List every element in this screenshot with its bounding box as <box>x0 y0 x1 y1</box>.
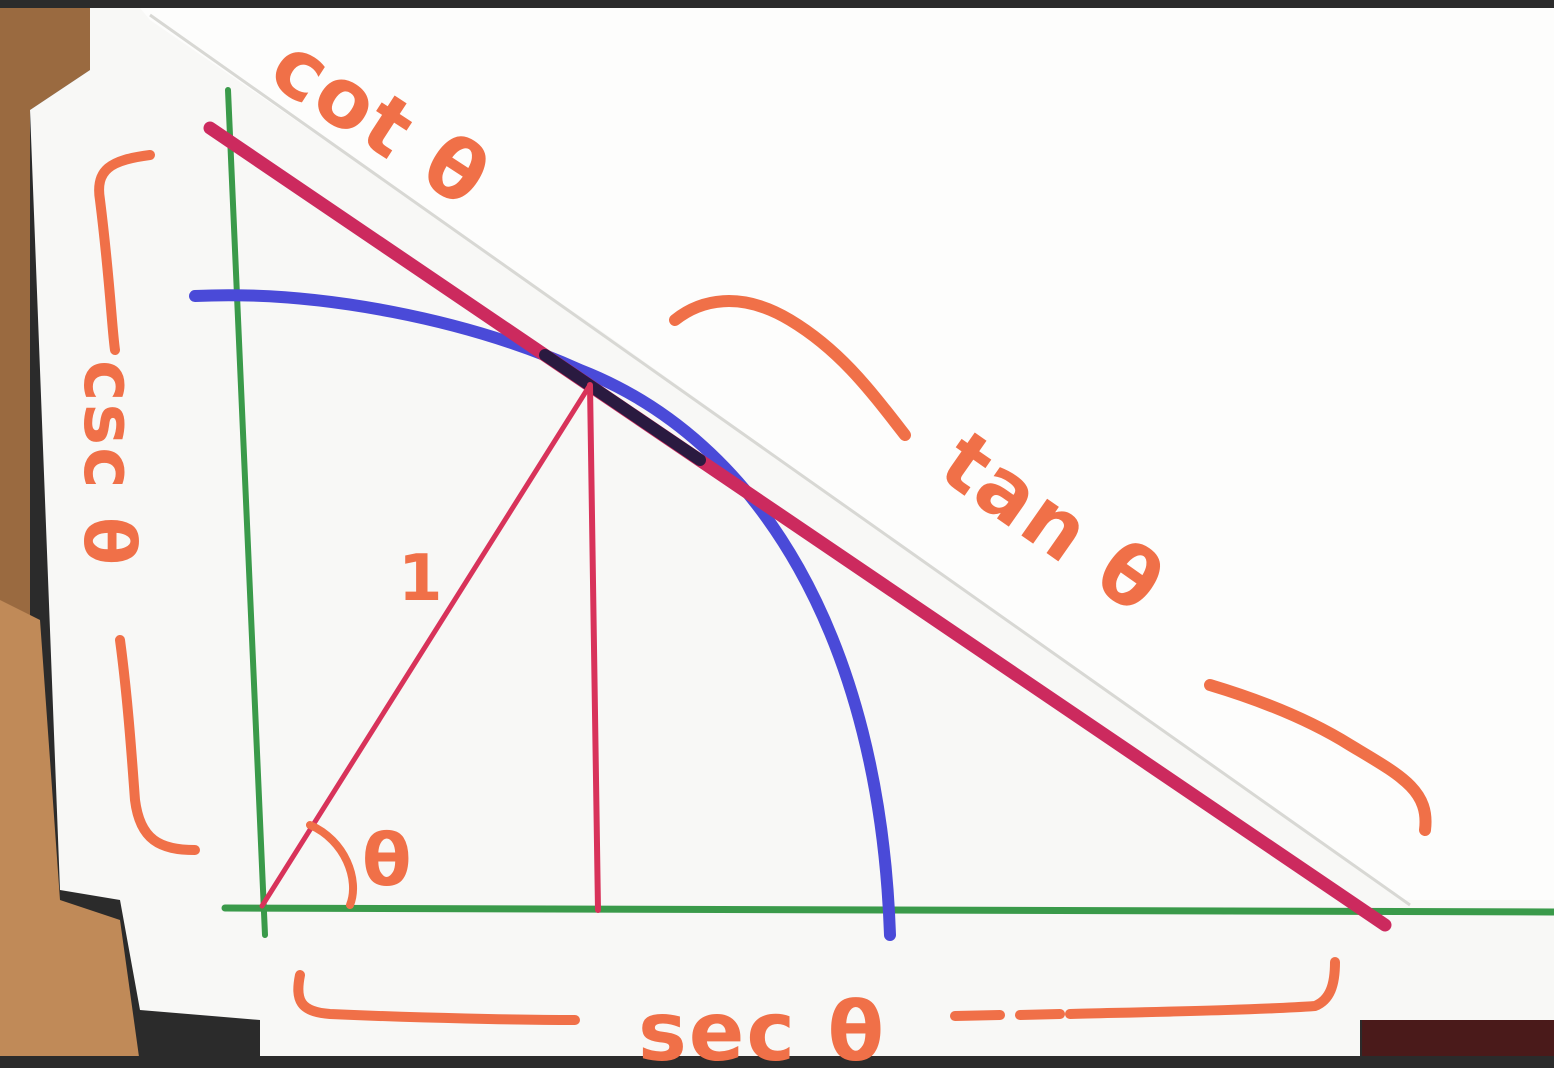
tangency-point <box>539 349 706 466</box>
paper-sheet-top <box>140 8 1554 900</box>
unit-circle-arc <box>189 289 896 941</box>
angle-label: θ <box>362 818 413 902</box>
bottom-bar <box>0 1056 1554 1064</box>
vertical-axis <box>225 87 268 938</box>
paper-fold-line <box>149 13 1411 907</box>
csc-label: csc θ <box>68 360 150 567</box>
sec-label: sec θ <box>638 985 886 1064</box>
tangent-line <box>203 121 1392 932</box>
sec-brace-right <box>950 957 1340 1021</box>
tan-brace-top <box>669 295 911 441</box>
tan-brace-bottom <box>1204 679 1432 836</box>
angle-arc <box>306 821 358 909</box>
radius-line <box>259 382 593 909</box>
wood-light-patch <box>0 600 140 1064</box>
sec-brace-left <box>293 970 580 1025</box>
top-bar <box>0 0 1554 8</box>
csc-brace-bottom <box>115 635 200 855</box>
sine-drop-line <box>587 382 601 913</box>
csc-brace-top <box>94 150 155 355</box>
radius-label: 1 <box>398 542 445 616</box>
